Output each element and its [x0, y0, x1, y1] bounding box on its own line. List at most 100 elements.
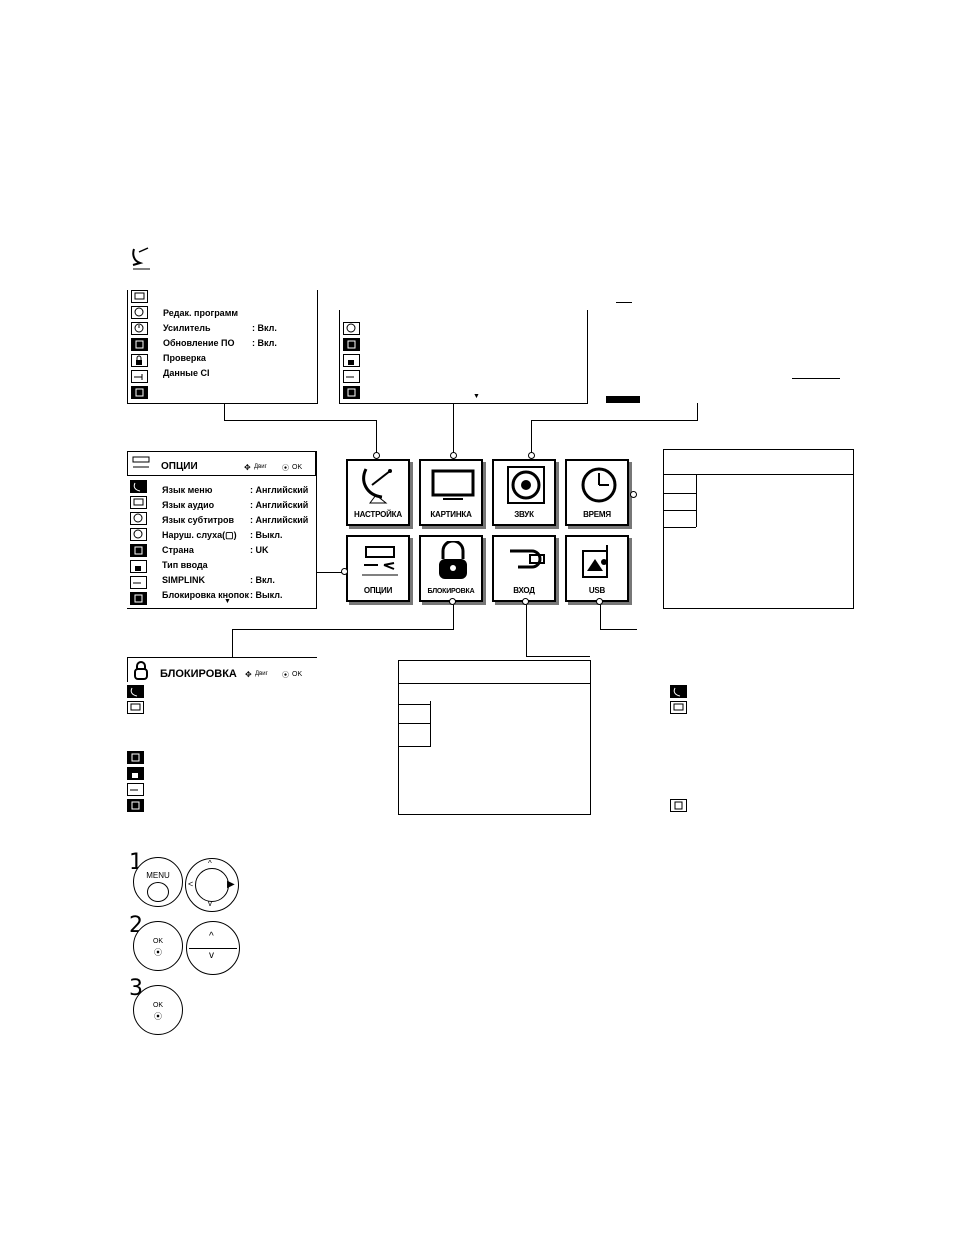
tile-setup[interactable]: НАСТРОЙКА: [346, 459, 410, 526]
clock-icon: [577, 465, 621, 510]
input-icon: [127, 783, 144, 796]
picture-scroll-arrow[interactable]: ▼: [473, 393, 480, 400]
setup-icon: [670, 685, 687, 698]
options-ok-hint: OK: [292, 464, 303, 471]
tile-options[interactable]: ОПЦИИ: [346, 535, 410, 602]
sound-icon: [130, 512, 147, 525]
options-item-1-value: : Английский: [250, 500, 309, 510]
tile-input-label: ВХОД: [513, 586, 535, 595]
tools-icon: [358, 541, 402, 586]
time-icon: [130, 528, 147, 541]
nav-arrows-icon: ✥: [244, 463, 251, 472]
lock-ok-hint: OK: [292, 671, 303, 678]
lock-icon: [131, 354, 148, 367]
ok-icon: ⦿: [282, 672, 289, 679]
tile-picture[interactable]: КАРТИНКА: [419, 459, 483, 526]
ok-button[interactable]: OK ⦿: [133, 985, 183, 1035]
options-item-0[interactable]: Язык меню: [162, 485, 213, 495]
cable-plug-icon: [504, 541, 548, 586]
time-icon: [343, 322, 360, 335]
ok-button[interactable]: OK ⦿: [133, 921, 183, 971]
partial-icon: [606, 396, 640, 403]
tv-icon: [127, 701, 144, 714]
tile-usb-label: USB: [588, 586, 606, 595]
chevron-up-icon: ^: [208, 859, 212, 868]
tile-lock[interactable]: БЛОКИРОВКА: [419, 535, 483, 602]
lock-icon: [130, 560, 147, 573]
options-submenu: ОПЦИИ ✥ Двиг ⦿ OK Язык меню : Английский…: [127, 451, 317, 609]
tv-screen-icon: [431, 465, 475, 510]
options-icon: [131, 338, 148, 351]
lock-icon: [127, 767, 144, 780]
options-item-7[interactable]: Блокировка кнопок: [162, 590, 250, 600]
options-item-0-value: : Английский: [250, 485, 309, 495]
tile-picture-label: КАРТИНКА: [430, 510, 472, 519]
setup-item-0[interactable]: Редак. программ: [163, 308, 239, 318]
photo-music-icon: [577, 541, 621, 586]
input-icon: [343, 370, 360, 383]
usb-icon: [670, 799, 687, 812]
tile-time[interactable]: ВРЕМЯ: [565, 459, 629, 526]
input-icon: [130, 576, 147, 589]
setup-icon: [130, 480, 147, 493]
tile-sound[interactable]: ЗВУК: [492, 459, 556, 526]
setup-item-1[interactable]: Усилитель: [163, 323, 211, 333]
options-icon: [343, 338, 360, 351]
tile-input[interactable]: ВХОД: [492, 535, 556, 602]
nav-pad[interactable]: ▶ ^ < v: [185, 858, 239, 912]
setup-icon: [127, 685, 144, 698]
ok-dot-icon: ⦿: [154, 948, 162, 957]
setup-item-1-value: : Вкл.: [252, 323, 277, 333]
options-scroll-arrow[interactable]: ▼: [224, 598, 231, 605]
setup-item-3[interactable]: Проверка: [163, 353, 206, 363]
nav-arrows-icon: ✥: [245, 670, 252, 679]
lock-icon: [343, 354, 360, 367]
setup-item-2-value: : Вкл.: [252, 338, 277, 348]
tile-lock-label: БЛОКИРОВКА: [427, 588, 475, 595]
setup-item-4[interactable]: Данные CI: [163, 368, 210, 378]
ok-icon: ⦿: [282, 465, 289, 472]
padlock-icon: [431, 539, 475, 586]
usb-icon: [131, 386, 148, 399]
chevron-right-icon: ▶: [227, 879, 235, 890]
ok-button-label: OK: [152, 938, 164, 945]
time-submenu: [663, 449, 854, 609]
ok-dot-icon: ⦿: [154, 1012, 162, 1021]
setup-submenu: Редак. программ Усилитель : Вкл. Обновле…: [127, 290, 318, 404]
lock-header-icon: [132, 660, 150, 685]
lock-title: БЛОКИРОВКА: [160, 668, 237, 680]
options-nav-hint: Двиг: [254, 464, 267, 470]
options-item-7-value: : Выкл.: [250, 590, 283, 600]
chevron-up-icon: ^: [209, 931, 214, 942]
options-item-3[interactable]: Наруш. слуха(▢): [162, 530, 237, 540]
options-item-3-value: : Выкл.: [250, 530, 283, 540]
chevron-down-icon: v: [209, 950, 214, 961]
setup-item-2[interactable]: Обновление ПО: [163, 338, 235, 348]
lock-nav-hint: Двиг: [255, 671, 268, 677]
options-item-6[interactable]: SIMPLINK: [162, 575, 206, 585]
up-down-rocker[interactable]: ^ v: [186, 921, 240, 975]
setup-header-icon: [130, 247, 152, 276]
tile-setup-label: НАСТРОЙКА: [354, 510, 402, 519]
options-item-5[interactable]: Тип ввода: [162, 560, 208, 570]
tv-icon: [130, 496, 147, 509]
ok-button-label: OK: [152, 1002, 164, 1009]
options-item-2-value: : Английский: [250, 515, 309, 525]
menu-button[interactable]: MENU: [133, 857, 183, 907]
satellite-dish-icon: [358, 465, 400, 510]
tv-icon: [670, 701, 687, 714]
tile-sound-label: ЗВУК: [514, 510, 534, 519]
usb-icon: [127, 799, 144, 812]
speaker-icon: [504, 465, 548, 510]
options-item-2[interactable]: Язык субтитров: [162, 515, 235, 525]
time-icon: [131, 322, 148, 335]
tile-options-label: ОПЦИИ: [363, 586, 393, 595]
lock-submenu: БЛОКИРОВКА ✥ Двиг ⦿ OK: [127, 657, 317, 817]
underline-mark: [792, 378, 840, 379]
tile-usb[interactable]: USB: [565, 535, 629, 602]
input-submenu: [398, 660, 591, 815]
options-item-4[interactable]: Страна: [162, 545, 194, 555]
underline-mark: [616, 302, 632, 303]
options-icon: [130, 544, 147, 557]
options-item-1[interactable]: Язык аудио: [162, 500, 215, 510]
